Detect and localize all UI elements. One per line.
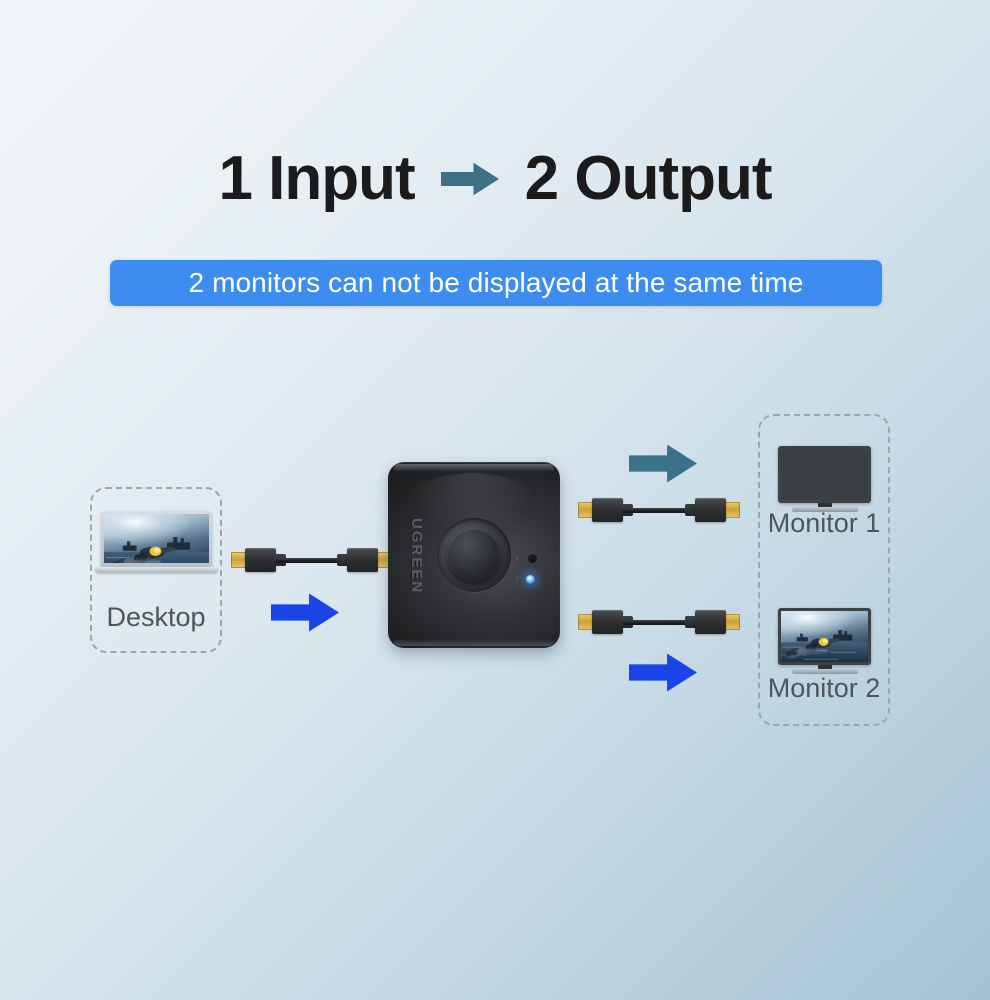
laptop-lid xyxy=(101,511,212,567)
hdmi-connector-icon xyxy=(694,498,740,522)
hdmi-gold-contact xyxy=(231,552,246,568)
input-flow-arrow xyxy=(271,592,339,633)
notice-banner: 2 monitors can not be displayed at the s… xyxy=(110,260,882,306)
monitor-2-screen xyxy=(781,611,868,662)
hdmi-gold-contact xyxy=(578,614,593,630)
monitor-2-label: Monitor 2 xyxy=(767,673,881,703)
airplane-photo xyxy=(781,611,868,662)
monitor-1-frame xyxy=(778,446,871,503)
headline: 1 Input 2 Output xyxy=(0,148,990,210)
monitor-1-neck xyxy=(817,503,832,508)
laptop-icon xyxy=(95,511,218,575)
laptop-base xyxy=(95,567,218,573)
hdmi-gold-contact xyxy=(725,614,740,630)
ugreen-brand-logo: UGREEN xyxy=(408,518,425,595)
monitor-2-neck xyxy=(817,665,832,670)
hdmi-connector-icon xyxy=(578,610,624,634)
monitor-1-screen xyxy=(781,449,868,500)
monitor-2-stand xyxy=(791,669,858,674)
output-1-flow-arrow xyxy=(629,443,697,484)
output-2-led-mark: 2 xyxy=(515,576,519,583)
airplane-photo xyxy=(104,514,209,563)
output-1-led-mark: 1 xyxy=(515,555,519,562)
switch-top-edge xyxy=(394,464,554,471)
monitor-1-stand xyxy=(791,507,858,512)
headline-output-text: 2 Output xyxy=(524,144,773,213)
arrow-right-icon xyxy=(441,161,499,197)
switch-led-panel: 1 2 xyxy=(515,554,545,588)
hdmi-gold-contact xyxy=(725,502,740,518)
hdmi-switch-device[interactable]: UGREEN 1 2 xyxy=(388,462,560,648)
hdmi-shell xyxy=(347,548,378,572)
desktop-label: Desktop xyxy=(106,602,206,632)
monitor-1-label: Monitor 1 xyxy=(767,508,881,538)
hdmi-shell xyxy=(592,498,623,522)
cable-wire xyxy=(275,558,348,563)
notice-banner-text: 2 monitors can not be displayed at the s… xyxy=(188,267,804,298)
desktop-group-box xyxy=(90,487,222,653)
switch-select-button[interactable] xyxy=(447,528,501,582)
switch-bottom-edge xyxy=(394,640,554,646)
hdmi-connector-icon xyxy=(231,548,277,572)
headline-input-text: 1 Input xyxy=(218,144,415,213)
cable-wire xyxy=(622,508,696,513)
output-2-led xyxy=(526,575,535,584)
monitor-2-icon xyxy=(778,608,871,674)
hdmi-connector-icon xyxy=(346,548,392,572)
cable-strain-relief xyxy=(685,504,697,516)
switch-body: UGREEN 1 2 xyxy=(388,462,560,648)
monitor-1-icon xyxy=(778,446,871,512)
cable-strain-relief xyxy=(337,554,349,566)
hdmi-shell xyxy=(695,498,726,522)
hdmi-cable-output-2 xyxy=(578,603,740,641)
monitors-group-box xyxy=(758,414,890,726)
hdmi-cable-input xyxy=(231,541,392,579)
cable-strain-relief xyxy=(685,616,697,628)
cable-wire xyxy=(622,620,696,625)
hdmi-shell xyxy=(695,610,726,634)
hdmi-shell xyxy=(245,548,276,572)
hdmi-connector-icon xyxy=(694,610,740,634)
switch-button-well xyxy=(437,518,511,592)
output-1-led xyxy=(528,554,537,563)
laptop-screen xyxy=(104,514,209,563)
hdmi-connector-icon xyxy=(578,498,624,522)
hdmi-gold-contact xyxy=(578,502,593,518)
output-2-flow-arrow xyxy=(629,652,697,693)
monitor-2-frame xyxy=(778,608,871,665)
hdmi-cable-output-1 xyxy=(578,491,740,529)
hdmi-shell xyxy=(592,610,623,634)
